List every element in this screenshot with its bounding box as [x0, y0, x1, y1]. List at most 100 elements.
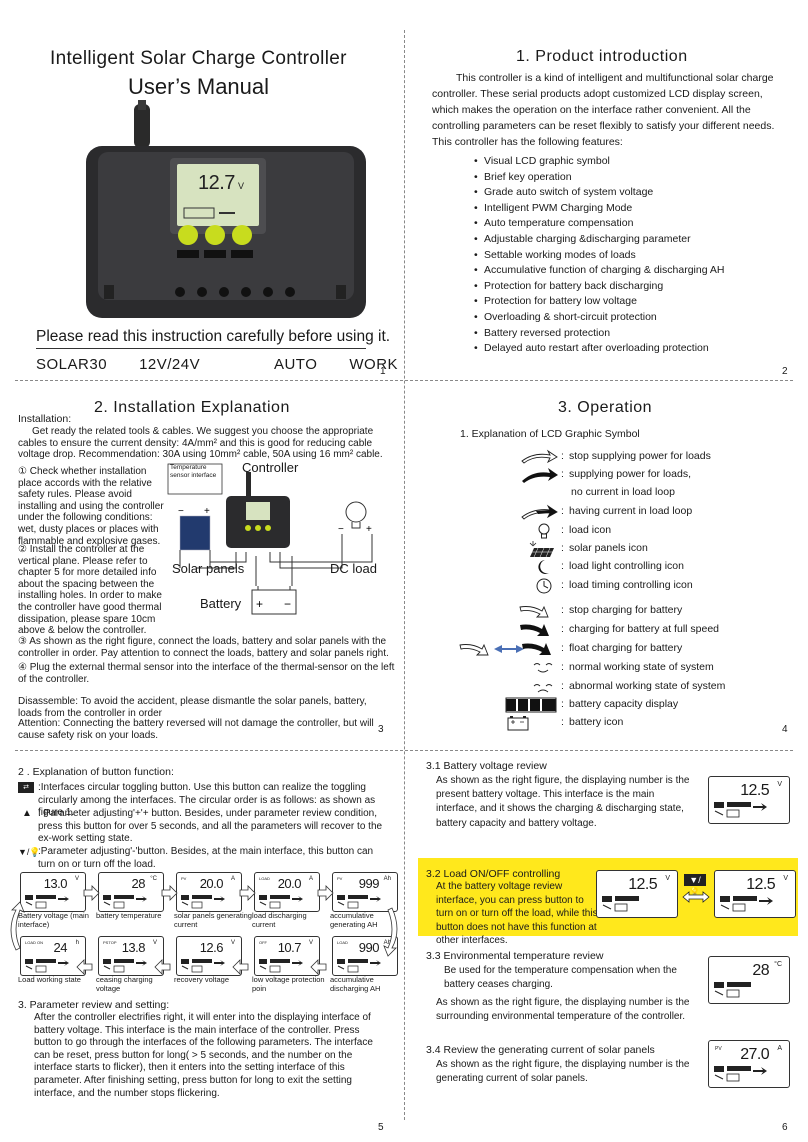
- lcd-symbols-icon: [259, 959, 303, 973]
- moon-icon: [538, 560, 549, 574]
- lcd-value: 12.6: [199, 940, 224, 955]
- s34-title: 3.4 Review the generating current of sol…: [426, 1044, 655, 1056]
- list-item: Battery reversed protection: [474, 326, 724, 342]
- installation-label: Installation:: [18, 413, 72, 425]
- lcd-screen-pv-current: PV 27.0 A: [708, 1040, 790, 1088]
- lcd-caption: Load working state: [18, 975, 81, 984]
- page-6-review: 3.1 Battery voltage review As shown as t…: [404, 750, 808, 1142]
- step-number-3-icon: ③: [18, 636, 30, 647]
- symbol-row: :load light controlling icon: [404, 558, 804, 576]
- list-item: Adjustable charging &discharging paramet…: [474, 232, 724, 248]
- arrow-half-right-icon: [521, 504, 558, 520]
- lcd-screen-battery: 12.5 V: [708, 776, 790, 824]
- cycle-arrows: [10, 885, 398, 975]
- minus-button-icon: ▼/💡: [18, 847, 41, 857]
- symbol-row: :battery icon: [404, 714, 804, 732]
- section-heading: 1. Product introduction: [516, 48, 688, 65]
- lcd-symbols-icon: [602, 896, 639, 912]
- clock-icon: [536, 578, 552, 594]
- lcd-symbol-subheading: 1. Explanation of LCD Graphic Symbol: [460, 428, 640, 440]
- lcd-screen: 28°C: [98, 872, 164, 912]
- symbol-row: :load timing controlling icon: [404, 577, 804, 595]
- step-number-2-icon: ②: [18, 544, 30, 555]
- circular-button-icon: [178, 225, 198, 245]
- lcd-caption: load discharging current: [252, 911, 307, 929]
- page-3-installation: 2. Installation Explanation Installation…: [0, 380, 404, 750]
- manual-title: Intelligent Solar Charge Controller: [50, 48, 347, 69]
- step-number-1-icon: ①: [18, 466, 30, 477]
- list-item: Grade auto switch of system voltage: [474, 185, 724, 201]
- lcd-caption: accumulative discharging AH: [330, 975, 381, 993]
- symbol-row: :load icon: [404, 522, 804, 540]
- lcd-value: 28: [752, 962, 769, 979]
- symbol-row: :solar panels icon: [404, 540, 804, 558]
- lcd-symbols-icon: [714, 1066, 767, 1082]
- page-4-operation: 3. Operation 1. Explanation of LCD Graph…: [404, 380, 808, 750]
- lcd-value: 20.0: [277, 876, 302, 891]
- page-number: 4: [782, 724, 788, 735]
- lcd-symbols-icon: [714, 802, 767, 818]
- underline: [36, 348, 366, 349]
- step-number-4-icon: ④: [18, 662, 30, 673]
- solar-panel-icon: [529, 541, 554, 558]
- symbol-row: :stop supplying power for loads: [404, 448, 804, 466]
- s31-title: 3.1 Battery voltage review: [426, 760, 547, 772]
- arrow-solid-right-icon: [522, 468, 558, 483]
- lcd-value: 24: [53, 940, 68, 955]
- step-2: ② Install the controller at the vertical…: [18, 544, 162, 637]
- lcd-value: 999: [358, 876, 380, 891]
- read-notice: Please read this instruction carefully b…: [36, 328, 391, 345]
- symbol-row: :battery capacity display: [404, 696, 804, 714]
- circular-button-icon: ⇄: [18, 782, 34, 793]
- svg-text:−: −: [338, 524, 344, 535]
- step-1: ① Check whether installation place accor…: [18, 466, 164, 547]
- model-line: SOLAR30 12V/24V AUTO WORK: [36, 356, 399, 373]
- intro-paragraph: This controller is a kind of intelligent…: [432, 72, 775, 148]
- arrow-outline-right-icon: [521, 449, 558, 464]
- lcd-symbols-icon: [25, 895, 69, 909]
- minus-button-icon: [232, 225, 252, 245]
- section-heading: 3. Operation: [558, 399, 653, 416]
- list-item: Overloading & short-circuit protection: [474, 310, 724, 326]
- list-item: Protection for battery back discharging: [474, 279, 724, 295]
- horizontal-divider-1: [15, 380, 793, 381]
- page-5-buttons: 2 . Explanation of button function: ⇄ :I…: [0, 750, 404, 1142]
- arrow-outline-left-icon: [519, 605, 549, 618]
- lcd-symbols-icon: [714, 982, 751, 998]
- symbol-row: no current in load loop: [571, 486, 675, 498]
- minus-button-icon: ▼/💡: [684, 874, 706, 897]
- list-item: Protection for battery low voltage: [474, 294, 724, 310]
- section-heading: 2. Installation Explanation: [94, 399, 290, 416]
- s33-text-2: As shown as the right figure, the displa…: [436, 997, 690, 1023]
- installation-intro: Get ready the related tools & cables. We…: [18, 426, 383, 461]
- btn-minus-desc: ▼/💡 :Parameter adjusting'-'button. Besid…: [18, 846, 374, 870]
- capacity-bar-icon: [505, 697, 557, 713]
- lcd-symbols-icon: [181, 895, 225, 909]
- battery-icon: [507, 716, 529, 731]
- arrow-float-icon: [459, 643, 551, 656]
- feature-list: Visual LCD graphic symbol Brief key oper…: [474, 154, 724, 357]
- lcd-symbols-icon: [103, 959, 147, 973]
- lcd-caption: Battery voltage (main interface): [18, 911, 89, 929]
- s33-text-1: Be used for the temperature compensation…: [444, 965, 677, 991]
- lcd-caption: accumulative generating AH: [330, 911, 378, 929]
- plus-button-icon: ▲: [22, 808, 32, 819]
- arrow-solid-left-icon: [520, 624, 549, 636]
- sensor-label: Temperature sensor interface: [170, 464, 217, 479]
- lcd-caption: battery temperature: [96, 911, 162, 920]
- svg-text:+: +: [204, 506, 210, 517]
- btn-circular-desc: ⇄ :Interfaces circular toggling button. …: [18, 782, 388, 820]
- symbol-row: :float charging for battery: [404, 640, 804, 658]
- page-number: 2: [782, 366, 788, 377]
- lcd-value: 12.5: [746, 876, 775, 893]
- wiring-diagram: − + − + + −: [167, 463, 373, 615]
- lcd-caption: ceasing charging voltage: [96, 975, 153, 993]
- lcd-value: 12.5: [628, 876, 657, 893]
- param-paragraph: After the controller electrifies right, …: [34, 1012, 373, 1099]
